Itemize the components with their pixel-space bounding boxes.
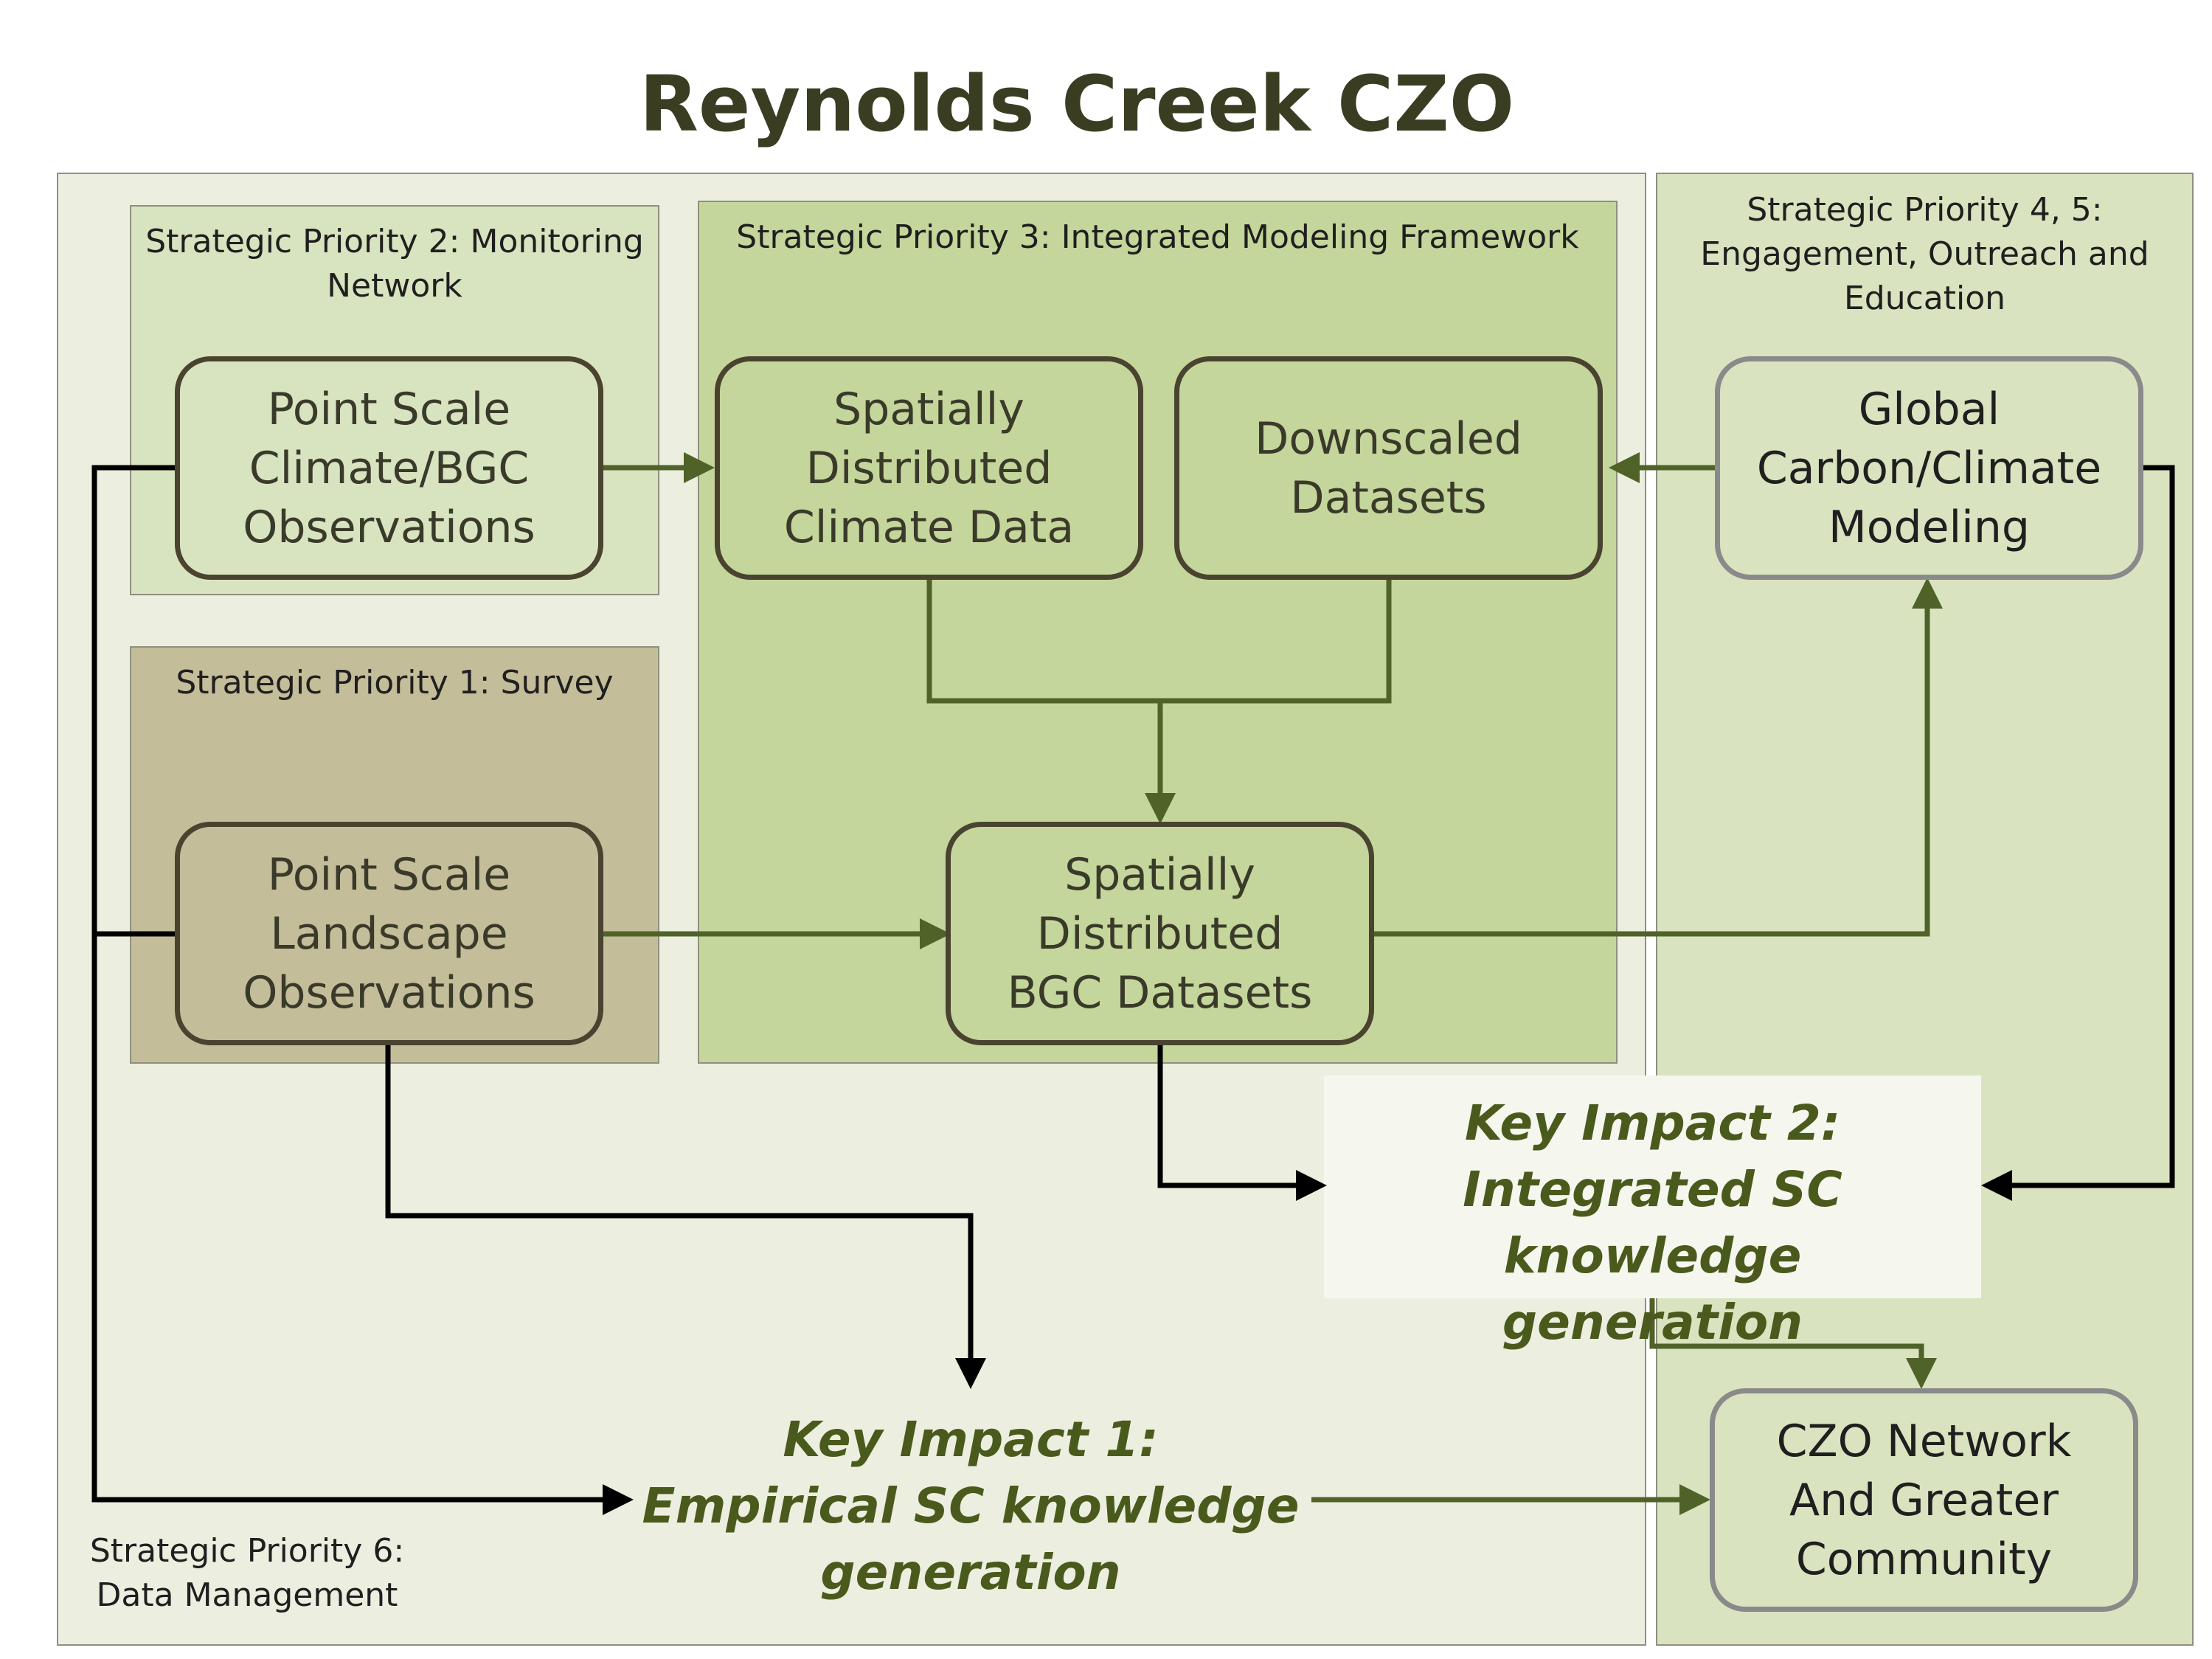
box-point-landscape-observations: Point Scale Landscape Observations xyxy=(175,822,603,1045)
panel-engagement-label-line-1: Strategic Priority 4, 5: xyxy=(1747,191,2103,229)
impact-1-heading: Key Impact 1: xyxy=(783,1411,1159,1468)
panel-survey-label-text: Strategic Priority 1: Survey xyxy=(176,664,614,702)
box-point-climate-label: Point Scale Climate/BGC Observations xyxy=(243,383,535,553)
impact-2-line-3: generation xyxy=(1502,1294,1803,1351)
connector-spatial-climate-merge xyxy=(926,580,1160,704)
panel-modeling-label: Strategic Priority 3: Integrated Modelin… xyxy=(698,215,1618,260)
panel-engagement-label-line-3: Education xyxy=(1843,280,2006,317)
arrow-data-management-to-impact1 xyxy=(91,465,634,1515)
box-czo-network-community: CZO Network And Greater Community xyxy=(1710,1388,2138,1612)
diagram-title: Reynolds Creek CZO xyxy=(639,59,1515,149)
box-global-carbon-climate-modeling: Global Carbon/Climate Modeling xyxy=(1715,356,2143,580)
arrow-landscape-to-impact1 xyxy=(385,1045,986,1389)
box-spatial-climate-label: Spatially Distributed Climate Data xyxy=(783,383,1075,553)
box-spatial-bgc-label: Spatially Distributed BGC Datasets xyxy=(1007,848,1313,1019)
impact-2-heading: Key Impact 2: xyxy=(1464,1095,1841,1151)
panel-monitoring-label-line-1: Strategic Priority 2: Monitoring xyxy=(145,223,644,260)
impact-2-line-2: Integrated SC knowledge xyxy=(1463,1161,1842,1284)
box-spatial-climate-data: Spatially Distributed Climate Data xyxy=(715,356,1143,580)
impact-2-background xyxy=(1324,1076,1981,1298)
panel-data-management-label-line-1: Strategic Priority 6: xyxy=(89,1532,405,1570)
panel-modeling-label-text: Strategic Priority 3: Integrated Modelin… xyxy=(736,218,1579,256)
panel-engagement-label: Strategic Priority 4, 5: Engagement, Out… xyxy=(1656,188,2194,321)
impact-1: Key Impact 1: Empirical SC knowledge gen… xyxy=(636,1407,1306,1606)
panel-engagement-label-line-2: Engagement, Outreach and xyxy=(1700,235,2149,273)
arrow-global-to-impact2 xyxy=(1981,465,2175,1201)
box-global-modeling-label: Global Carbon/Climate Modeling xyxy=(1756,383,2102,553)
impact-1-line-3: generation xyxy=(820,1544,1121,1601)
panel-data-management-label: Strategic Priority 6: Data Management xyxy=(74,1529,420,1618)
impact-1-line-2: Empirical SC knowledge xyxy=(642,1478,1300,1534)
panel-modeling xyxy=(698,201,1618,1064)
impact-2: Key Impact 2: Integrated SC knowledge ge… xyxy=(1324,1090,1981,1356)
box-czo-network-label: CZO Network And Greater Community xyxy=(1776,1415,2072,1585)
panel-survey-label: Strategic Priority 1: Survey xyxy=(130,661,659,705)
arrow-spatial-bgc-to-impact2 xyxy=(1157,1045,1327,1201)
connector-downscaled-merge xyxy=(1160,580,1392,704)
box-point-landscape-label: Point Scale Landscape Observations xyxy=(243,848,535,1019)
panel-data-management-label-line-2: Data Management xyxy=(96,1576,398,1614)
box-downscaled-label: Downscaled Datasets xyxy=(1255,412,1522,524)
panel-monitoring-label-line-2: Network xyxy=(327,267,462,305)
box-spatial-bgc-datasets: Spatially Distributed BGC Datasets xyxy=(946,822,1374,1045)
arrow-impact2-to-czo xyxy=(1649,1298,1937,1389)
box-point-climate-observations: Point Scale Climate/BGC Observations xyxy=(175,356,603,580)
arrow-spatial-bgc-to-global xyxy=(1374,578,1943,937)
panel-monitoring-label: Strategic Priority 2: Monitoring Network xyxy=(130,220,659,308)
box-downscaled-datasets: Downscaled Datasets xyxy=(1174,356,1603,580)
